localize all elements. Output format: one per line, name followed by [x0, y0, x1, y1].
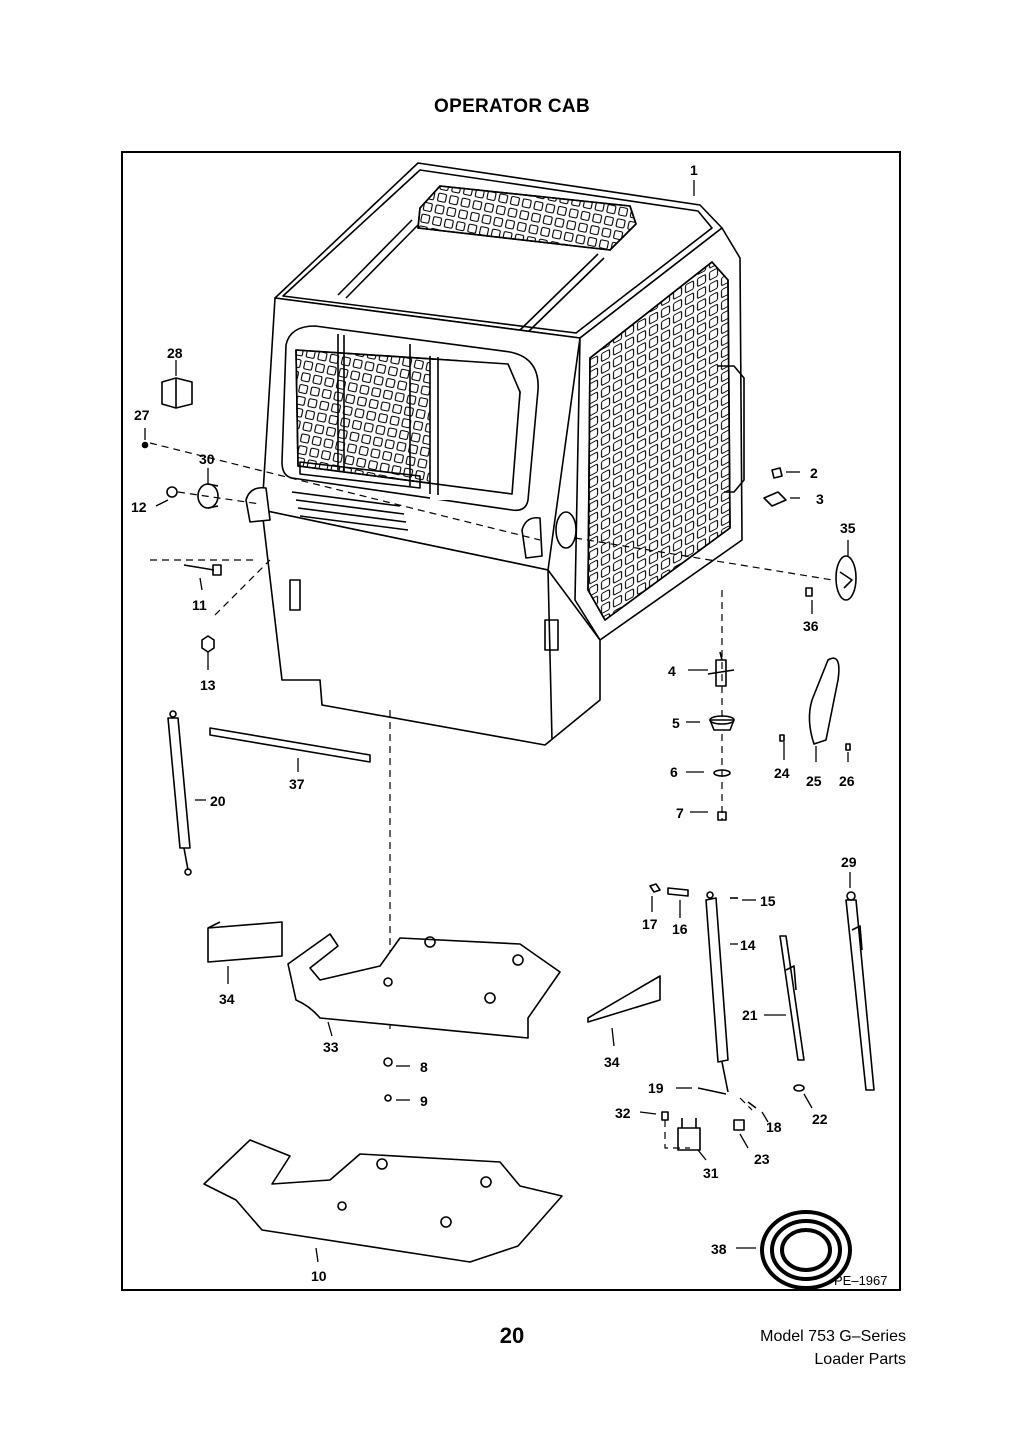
- part-34-pad-right: [587, 975, 661, 1023]
- drawing-number: PE–1967: [834, 1273, 888, 1288]
- part-37-strip: [209, 727, 371, 763]
- part-11-bolt: [183, 564, 222, 576]
- callout-21: 21: [742, 1007, 758, 1023]
- page-title: OPERATOR CAB: [434, 96, 590, 117]
- callout-26: 26: [839, 773, 855, 789]
- part-29-rod: [845, 891, 875, 1091]
- part-22-washer: [793, 1084, 805, 1092]
- part-20-gas-spring: [167, 710, 192, 876]
- callout-24: 24: [774, 765, 790, 781]
- callout-29: 29: [841, 854, 857, 870]
- part-25-plate: [808, 657, 840, 745]
- callout-20: 20: [210, 793, 226, 809]
- callout-labels: 1 2 3 4 5 6 7 8 9 10 11 12 13 14 15 16 1…: [131, 162, 857, 1284]
- callout-36: 36: [803, 618, 819, 634]
- footer-parts-line: Loader Parts: [814, 1351, 906, 1368]
- part-36-bolt: [805, 587, 813, 597]
- callout-27: 27: [134, 407, 150, 423]
- part-33-mount-plate: [287, 933, 561, 1039]
- callout-15: 15: [760, 893, 776, 909]
- callout-30: 30: [199, 451, 215, 467]
- callout-9: 9: [420, 1093, 428, 1109]
- part-10-base-plate: [203, 1139, 563, 1263]
- callout-5: 5: [672, 715, 680, 731]
- callout-1: 1: [690, 162, 698, 178]
- callout-25: 25: [806, 773, 822, 789]
- callout-17: 17: [642, 916, 658, 932]
- callout-7: 7: [676, 805, 684, 821]
- part-8-washer: [383, 1057, 393, 1067]
- part-23-nut: [733, 1119, 745, 1131]
- callout-4: 4: [668, 663, 676, 679]
- part-9-nut: [384, 1094, 392, 1102]
- callout-10: 10: [311, 1268, 327, 1284]
- page-number: 20: [499, 1323, 525, 1348]
- part-19-pin: [697, 1087, 727, 1095]
- part-16-pin: [667, 887, 689, 897]
- part-14-cylinder: [705, 891, 729, 1093]
- callout-32: 32: [615, 1105, 631, 1121]
- callout-8: 8: [420, 1059, 428, 1075]
- cab-shell: [245, 162, 745, 746]
- callout-14: 14: [740, 937, 756, 953]
- part-34-pad-left: [207, 921, 283, 963]
- callout-16: 16: [672, 921, 688, 937]
- part-13-nut: [201, 635, 215, 653]
- figure-frame: [121, 151, 901, 1291]
- callout-37: 37: [289, 776, 305, 792]
- callout-34-right: 34: [604, 1054, 620, 1070]
- callout-6: 6: [670, 764, 678, 780]
- assembly-lines: [149, 442, 846, 1149]
- part-32-bolt: [661, 1111, 669, 1121]
- callout-38: 38: [711, 1241, 727, 1257]
- callout-3: 3: [816, 491, 824, 507]
- callout-11: 11: [192, 597, 207, 613]
- callout-12: 12: [131, 499, 147, 515]
- callout-19: 19: [648, 1080, 664, 1096]
- callout-18: 18: [766, 1119, 782, 1135]
- callout-22: 22: [812, 1111, 828, 1127]
- part-18-clip: [747, 1101, 757, 1109]
- part-35-knob: [835, 555, 857, 601]
- latch-assembly: [707, 651, 735, 821]
- part-21-rod: [779, 935, 805, 1061]
- callout-33: 33: [323, 1039, 339, 1055]
- part-12-washer: [166, 486, 178, 498]
- callout-31: 31: [703, 1165, 719, 1181]
- part-31-bracket: [677, 1118, 701, 1151]
- callout-35: 35: [840, 520, 856, 536]
- callout-leaders: [144, 180, 851, 1263]
- callout-23: 23: [754, 1151, 770, 1167]
- part-38-seal-coil: [760, 1210, 852, 1290]
- part-17-clip: [649, 883, 661, 893]
- parts-24-26: [779, 734, 851, 751]
- part-3-plate: [763, 491, 787, 507]
- callout-28: 28: [167, 345, 183, 361]
- footer-model-line: Model 753 G–Series: [760, 1328, 906, 1345]
- part-27-pin: [141, 441, 149, 449]
- part-2-nut: [771, 467, 783, 479]
- callout-34-left: 34: [219, 991, 235, 1007]
- part-28-bushing: [161, 377, 193, 409]
- callout-13: 13: [200, 677, 216, 693]
- callout-2: 2: [810, 465, 818, 481]
- footer-model: Model 753 G–Series Loader Parts: [760, 1325, 906, 1371]
